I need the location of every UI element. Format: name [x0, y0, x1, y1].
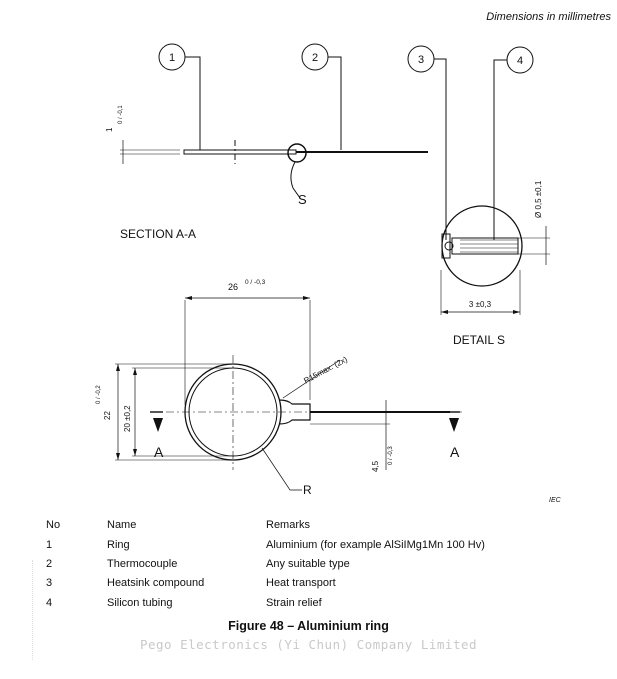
technical-drawing: 1 2 3 4 SECTION A-A DETAIL S S A A R R15…: [96, 43, 562, 504]
dim-width-tol: 0 / -0,3: [245, 279, 266, 286]
cut-label-left: A: [154, 444, 164, 460]
row-no: 2: [46, 558, 53, 570]
callout-1-label: 1: [169, 52, 175, 64]
header-no: No: [46, 519, 61, 531]
dim-width: 26: [228, 282, 238, 292]
radius-note: R15max. (2x): [302, 355, 349, 386]
row-name: Thermocouple: [107, 558, 178, 570]
row-remarks: Strain relief: [266, 597, 322, 609]
row-remarks: Any suitable type: [266, 558, 350, 570]
dim-outer-dia-tol: 0 / -0,2: [96, 385, 102, 404]
radius-label: R: [303, 483, 312, 497]
detail-s-marker: [287, 143, 307, 163]
units-note: Dimensions in millimetres: [486, 11, 611, 23]
row-no: 4: [46, 597, 53, 609]
dim-outer-dia: 22: [103, 411, 112, 420]
dim-inner-dia: 20 ±0,2: [123, 405, 132, 432]
dim-tab: 4,5: [371, 460, 380, 472]
detail-label: DETAIL S: [453, 333, 505, 347]
section-label: SECTION A-A: [120, 227, 196, 241]
margin-marks: [32, 560, 39, 660]
row-remarks: Aluminium (for example AlSiIMg1Mn 100 Hv…: [266, 539, 485, 551]
dim-detail-len: 3 ±0,3: [469, 300, 492, 309]
header-name: Name: [107, 519, 137, 531]
row-name: Heatsink compound: [107, 577, 205, 589]
row-name: Silicon tubing: [107, 597, 173, 609]
callout-2-label: 2: [312, 52, 318, 64]
dim-tab-tol: 0 / -0,3: [388, 446, 394, 465]
dim-tube-dia: Ø 0,5 ±0,1: [534, 180, 543, 218]
header-remarks: Remarks: [266, 519, 311, 531]
figure-caption: Figure 48 – Aluminium ring: [228, 619, 389, 633]
section-ring-plate: [183, 149, 297, 155]
dim-thickness: 1: [105, 127, 114, 132]
cut-label-right: A: [450, 444, 460, 460]
row-no: 3: [46, 577, 53, 589]
callout-3-label: 3: [418, 54, 424, 66]
detail-s-circle: [441, 205, 523, 287]
row-remarks: Heat transport: [266, 577, 336, 589]
row-name: Ring: [107, 539, 130, 551]
dim-thickness-tol: 0 / -0,1: [118, 105, 124, 124]
row-no: 1: [46, 539, 53, 551]
section-marker-s: S: [298, 192, 307, 207]
watermark: Pego Electronics (Yi Chun) Company Limit…: [139, 637, 478, 652]
iec-mark: IEC: [549, 497, 562, 504]
callout-4-label: 4: [517, 55, 523, 67]
